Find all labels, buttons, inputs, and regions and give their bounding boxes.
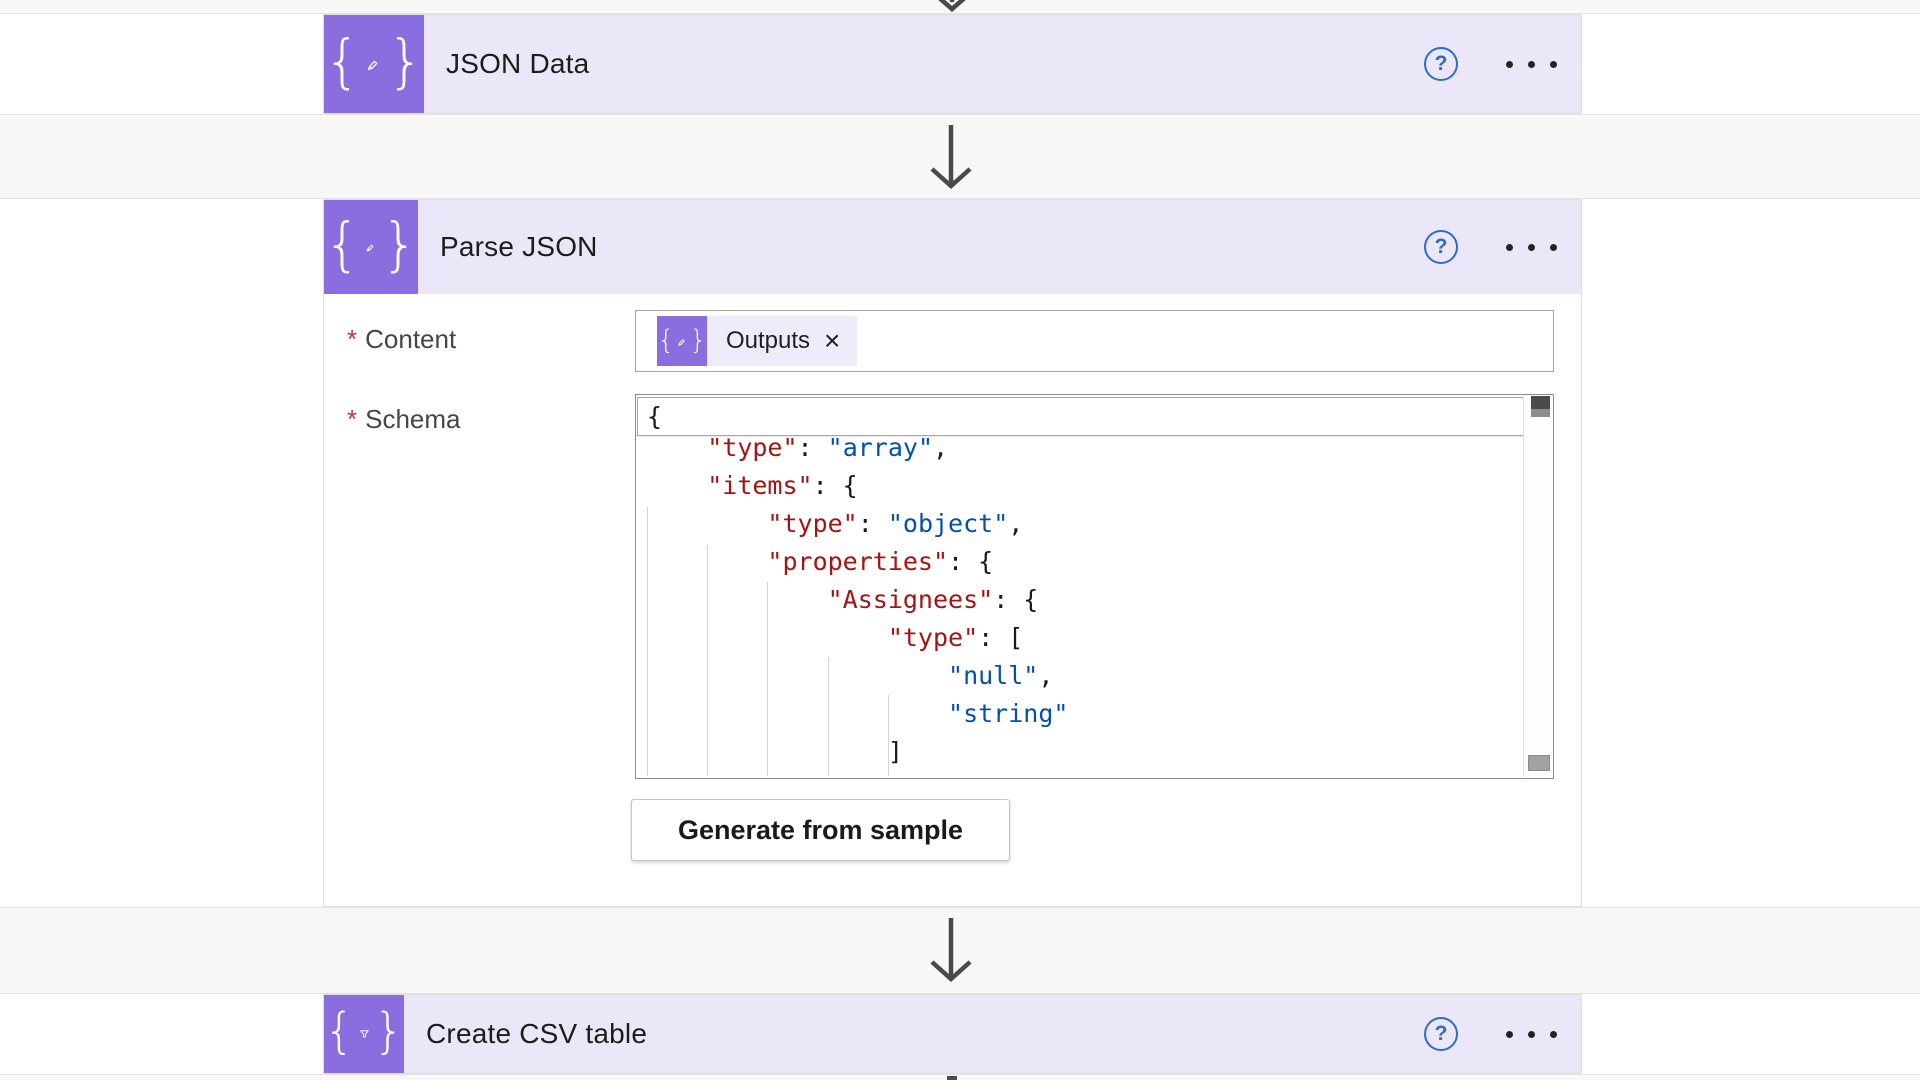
schema-code-editor[interactable]: { "type": "array", "items": { "type": "o…: [635, 394, 1554, 779]
question-mark-glyph: ?: [1434, 52, 1448, 75]
help-button[interactable]: ?: [1424, 230, 1458, 264]
ellipsis-dot: [1550, 60, 1557, 68]
flow-arrow-icon: [930, 918, 972, 983]
ellipsis-dot: [1506, 1030, 1513, 1038]
brace-open-glyph: {: [324, 210, 361, 278]
braces-pencil-icon: { }: [324, 15, 424, 113]
flow-arrow-icon: [938, 0, 966, 12]
brace-open-glyph: {: [324, 1003, 355, 1059]
connector-strip-1: [0, 114, 1920, 199]
brace-close-glyph: }: [689, 324, 707, 356]
brace-close-glyph: }: [373, 1003, 404, 1059]
flow-arrow-icon: [930, 125, 972, 190]
more-actions-button[interactable]: [1504, 55, 1559, 74]
token-remove-icon[interactable]: ×: [824, 325, 841, 356]
code-line: "items": {: [707, 471, 858, 500]
indent-guide: [647, 507, 648, 776]
ellipsis-dot: [1506, 60, 1513, 68]
pencil-icon: [367, 60, 378, 71]
editor-scrollbar[interactable]: [1523, 396, 1553, 777]
pencil-icon: [677, 338, 685, 346]
generate-from-sample-button[interactable]: Generate from sample: [631, 799, 1010, 861]
indent-guide: [888, 695, 889, 776]
outputs-token-chip[interactable]: { } Outputs ×: [657, 316, 858, 366]
content-input[interactable]: { } Outputs ×: [635, 310, 1554, 372]
code-line: "null",: [948, 661, 1054, 690]
more-actions-button[interactable]: [1504, 1025, 1559, 1044]
code-lines: "type": "array", "items": { "type": "obj…: [636, 429, 1521, 778]
question-mark-glyph: ?: [1434, 235, 1448, 258]
flow-arrow-stub: [947, 1076, 957, 1080]
ellipsis-dot: [1550, 1030, 1557, 1038]
brace-close-glyph: }: [387, 27, 424, 95]
content-field-label: *Content: [347, 324, 457, 354]
scrollbar-bottom-handle[interactable]: [1528, 755, 1550, 771]
ellipsis-dot: [1528, 60, 1535, 68]
code-line: "type": "object",: [767, 509, 1024, 538]
indent-guide: [767, 582, 768, 776]
schema-field-label: *Schema: [347, 404, 461, 434]
required-marker: *: [347, 324, 358, 354]
action-card-create-csv-table: { } Create CSV table ?: [323, 994, 1582, 1074]
code-line: ]: [647, 737, 903, 766]
help-button[interactable]: ?: [1424, 47, 1458, 81]
editor-current-line[interactable]: {: [637, 397, 1525, 436]
ellipsis-dot: [1506, 243, 1513, 251]
action-card-parse-json: { } Parse JSON ? *Content: [323, 199, 1582, 907]
ellipsis-dot: [1550, 243, 1557, 251]
action-title: JSON Data: [446, 48, 590, 79]
action-header-parse-json[interactable]: { } Parse JSON ?: [324, 200, 1581, 294]
help-button[interactable]: ?: [1424, 1017, 1458, 1051]
connector-strip-2: [0, 907, 1920, 994]
brace-close-glyph: }: [381, 210, 418, 278]
indent-guide: [828, 657, 829, 776]
required-marker: *: [347, 404, 358, 434]
action-header-json-data[interactable]: { } JSON Data ?: [324, 15, 1581, 113]
braces-funnel-icon: { }: [324, 995, 404, 1073]
brace-open-glyph: {: [324, 27, 361, 95]
connector-strip-bottom: [0, 1074, 1920, 1080]
connector-strip-top: [0, 0, 1920, 14]
token-label: Outputs: [726, 327, 811, 354]
code-line: "type": "array",: [707, 433, 949, 462]
scrollbar-thumb-shadow: [1531, 409, 1550, 417]
question-mark-glyph: ?: [1434, 1022, 1448, 1045]
action-card-json-data: { } JSON Data ?: [323, 14, 1582, 114]
funnel-icon: [359, 1030, 369, 1038]
ellipsis-dot: [1528, 243, 1535, 251]
scrollbar-thumb[interactable]: [1531, 396, 1550, 409]
action-title: Parse JSON: [440, 231, 598, 262]
action-header-create-csv-table[interactable]: { } Create CSV table ?: [324, 995, 1581, 1073]
braces-pencil-icon: { }: [657, 316, 707, 366]
action-title: Create CSV table: [426, 1018, 648, 1049]
indent-guide: [707, 545, 708, 776]
more-actions-button[interactable]: [1504, 238, 1559, 257]
code-line: "properties": {: [767, 547, 994, 576]
braces-pencil-icon: { }: [324, 200, 418, 294]
brace-open-glyph: {: [657, 324, 675, 356]
code-line: "string": [948, 699, 1069, 728]
ellipsis-dot: [1528, 1030, 1535, 1038]
pencil-icon: [366, 244, 374, 252]
code-line: "Assignees": {: [827, 585, 1039, 614]
code-line: "type": [: [887, 623, 1024, 652]
